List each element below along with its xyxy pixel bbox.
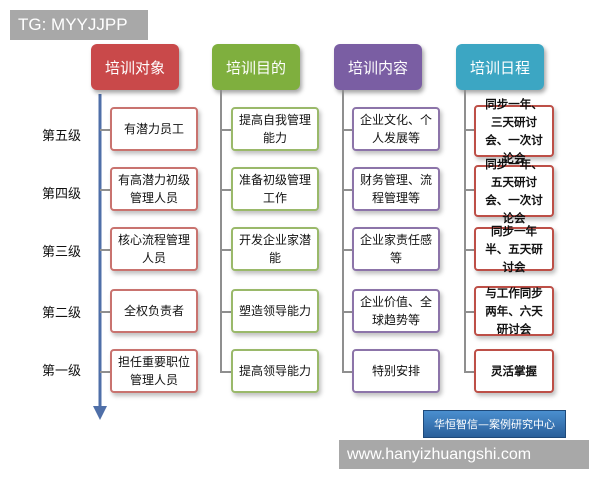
- connector: [220, 249, 231, 251]
- level-label-3: 第三级: [42, 245, 82, 260]
- connector-spine: [220, 90, 222, 372]
- schedule-item: 与工作同步两年、六天研讨会: [474, 286, 554, 336]
- connector: [100, 249, 110, 251]
- connector-spine: [464, 90, 466, 372]
- schedule-item: 同步一年、三天研讨会、一次讨论会: [474, 97, 554, 165]
- schedule-item: 灵活掌握: [474, 349, 554, 393]
- content-item: 企业文化、个人发展等: [352, 107, 440, 151]
- connector: [220, 189, 231, 191]
- content-item: 企业价值、全球趋势等: [352, 289, 440, 333]
- connector: [342, 249, 352, 251]
- schedule-item: 同步一年半、五天研讨会: [474, 224, 554, 274]
- watermark-top: TG: MYYJJPP: [10, 10, 148, 40]
- target-item: 核心流程管理人员: [110, 227, 198, 271]
- purpose-item: 提高领导能力: [231, 349, 319, 393]
- connector: [342, 311, 352, 313]
- down-arrow-icon: [93, 94, 107, 420]
- content-item: 财务管理、流程管理等: [352, 167, 440, 211]
- purpose-item: 塑造领导能力: [231, 289, 319, 333]
- schedule-item: 同步一年、五天研讨会、一次讨论会: [474, 157, 554, 225]
- connector: [342, 129, 352, 131]
- connector-spine: [342, 90, 344, 372]
- connector: [100, 311, 110, 313]
- connector: [100, 371, 110, 373]
- content-item: 特别安排: [352, 349, 440, 393]
- watermark-bottom: www.hanyizhuangshi.com: [339, 440, 589, 469]
- target-item: 有高潜力初级管理人员: [110, 167, 198, 211]
- target-item: 全权负责者: [110, 289, 198, 333]
- connector: [100, 129, 110, 131]
- level-label-4: 第四级: [42, 187, 82, 202]
- level-label-1: 第一级: [42, 364, 82, 379]
- header-training-target: 培训对象: [91, 44, 179, 90]
- header-training-purpose: 培训目的: [212, 44, 300, 90]
- connector: [342, 371, 352, 373]
- purpose-item: 准备初级管理工作: [231, 167, 319, 211]
- connector: [464, 311, 474, 313]
- connector: [220, 129, 231, 131]
- content-item: 企业家责任感等: [352, 227, 440, 271]
- purpose-item: 提高自我管理能力: [231, 107, 319, 151]
- header-training-schedule: 培训日程: [456, 44, 544, 90]
- level-label-5: 第五级: [42, 129, 82, 144]
- purpose-item: 开发企业家潜能: [231, 227, 319, 271]
- connector: [464, 189, 474, 191]
- connector: [464, 371, 474, 373]
- source-badge: 华恒智信—案例研究中心: [423, 410, 566, 438]
- target-item: 担任重要职位管理人员: [110, 349, 198, 393]
- header-training-content: 培训内容: [334, 44, 422, 90]
- connector: [100, 189, 110, 191]
- connector: [342, 189, 352, 191]
- connector: [220, 311, 231, 313]
- connector: [464, 129, 474, 131]
- level-label-2: 第二级: [42, 306, 82, 321]
- connector: [464, 249, 474, 251]
- connector: [220, 371, 231, 373]
- target-item: 有潜力员工: [110, 107, 198, 151]
